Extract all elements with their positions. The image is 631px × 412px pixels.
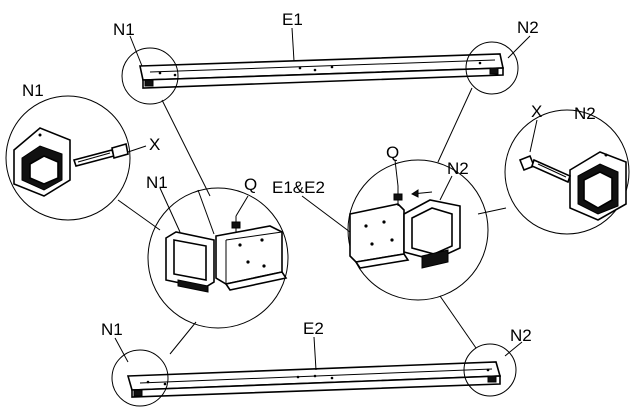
bracket-n1-center (165, 231, 215, 293)
direction-arrow (411, 189, 433, 198)
screw-q-right (393, 186, 403, 206)
screw-q-left (231, 216, 241, 232)
detail-circle-n2-top (465, 41, 519, 95)
bracket-n2-center (403, 199, 461, 269)
label-n1-top: N1 (113, 20, 135, 39)
bracket-n1-left-detail (13, 127, 71, 197)
label-n1-center: N1 (146, 173, 168, 192)
label-n1-bottom: N1 (101, 320, 123, 339)
detail-circle-center-left (147, 187, 289, 329)
label-e1: E1 (282, 10, 303, 29)
label-q-left: Q (244, 175, 257, 194)
bracket-n2-right-detail (569, 151, 627, 221)
detail-circle-left-x (5, 95, 131, 221)
label-x-left: X (149, 135, 160, 154)
label-n2-center: N2 (447, 159, 469, 178)
detail-circle-right-x (504, 109, 630, 235)
screw-x-right (518, 154, 571, 184)
rail-end-center-right (349, 203, 410, 269)
label-n2-bottom: N2 (510, 326, 532, 345)
label-e1-e2: E1&E2 (272, 178, 325, 197)
label-x-right: X (531, 102, 542, 121)
detail-circle-n1-top (121, 47, 179, 105)
rail-e1 (139, 53, 504, 89)
rail-end-center-left (215, 225, 288, 291)
detail-circle-n1-bottom (111, 349, 169, 407)
rail-e2 (126, 361, 502, 398)
label-n2-top: N2 (517, 18, 539, 37)
screw-x-left (72, 142, 129, 167)
label-n1-left-detail: N1 (22, 81, 44, 100)
label-n2-right-detail: N2 (574, 104, 596, 123)
detail-circle-n2-bottom (463, 343, 517, 397)
label-e2: E2 (303, 319, 324, 338)
label-q-right: Q (386, 143, 399, 162)
